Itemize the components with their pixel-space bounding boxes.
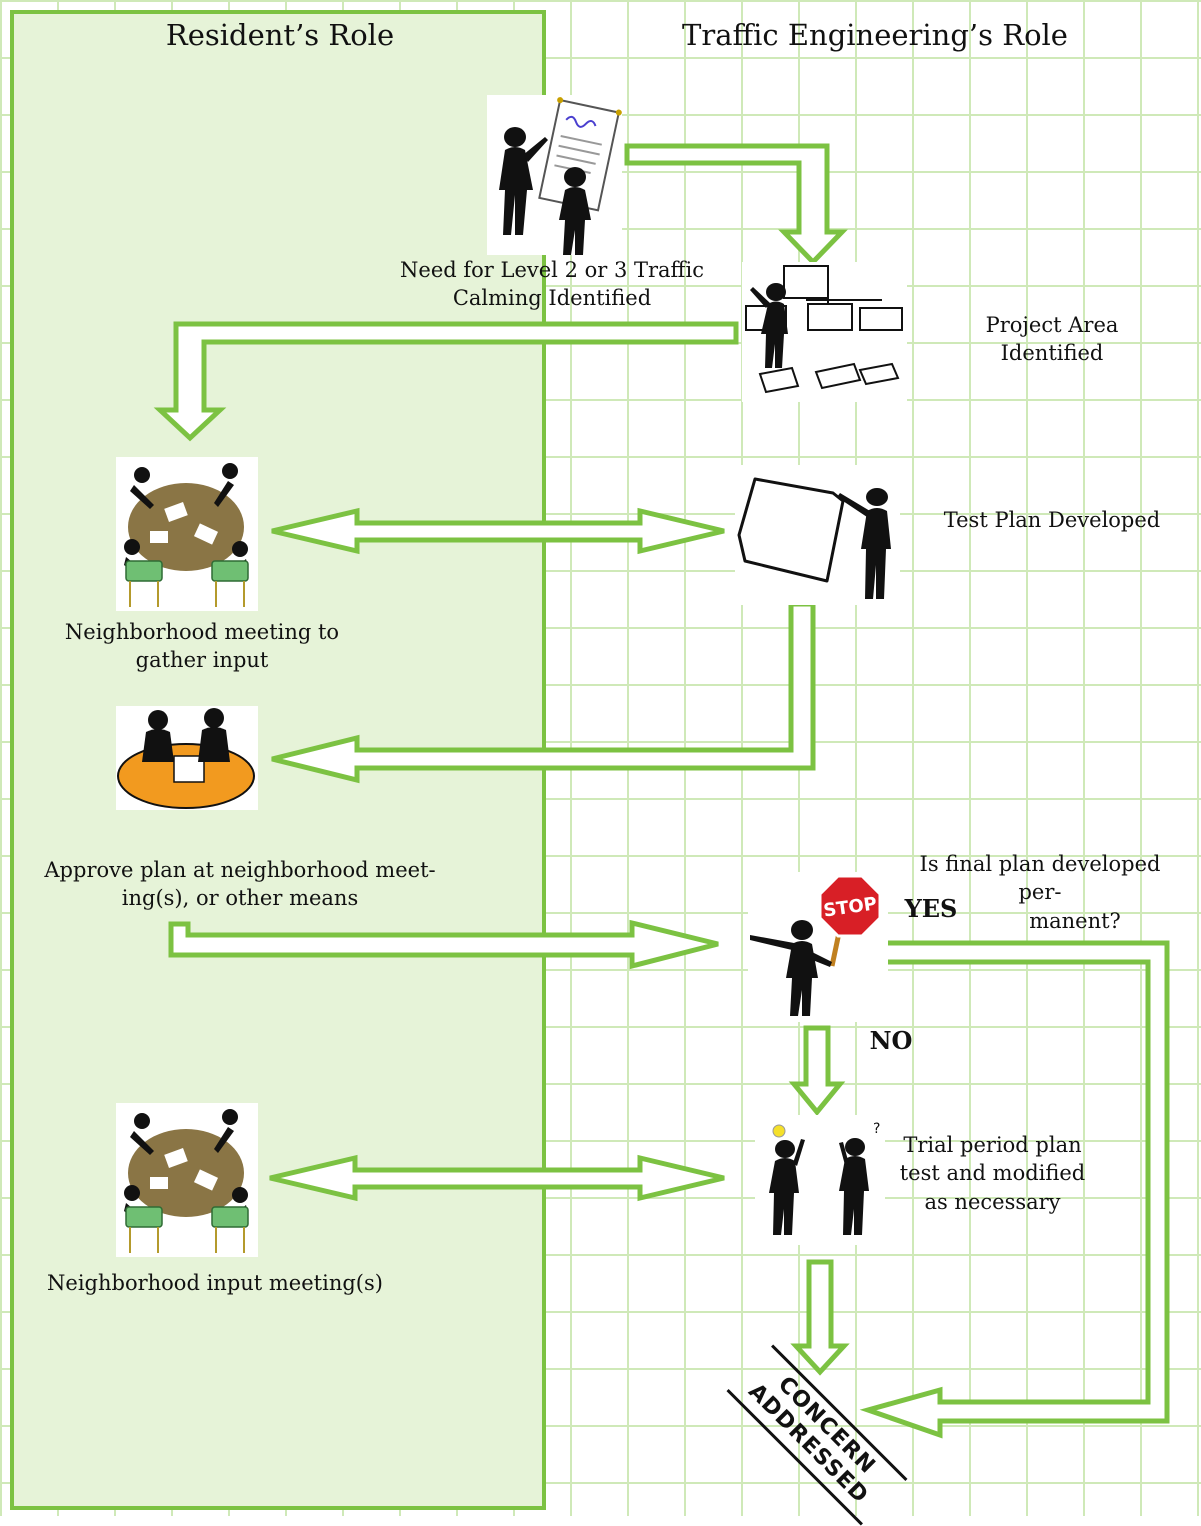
label-no: NO	[869, 1026, 913, 1055]
step-project-area: Project Area Identified	[985, 313, 1119, 366]
whiteboard-icon	[735, 465, 900, 605]
svg-text:?: ?	[873, 1121, 880, 1137]
arrow-no-to-trial	[788, 1025, 846, 1116]
lightbulb-thinking-icon: ?	[755, 1115, 885, 1245]
label-yes: YES	[904, 894, 958, 923]
arrow-trial-to-concern	[790, 1259, 850, 1376]
arrow-approve-to-decision	[168, 919, 719, 970]
discussion-table-icon	[116, 706, 258, 810]
arrow-project-to-meeting	[153, 321, 739, 442]
step-final-plan-question: Is final plan developed per- manent?	[919, 852, 1161, 933]
presenter-icon	[487, 95, 622, 255]
arrow-testplan-to-discussion	[271, 601, 816, 784]
arrow-input-trial	[269, 1154, 725, 1202]
stop-sign-icon: STOP	[748, 872, 888, 1022]
meeting-table-icon-2	[116, 1103, 258, 1257]
arrow-meeting-testplan	[271, 507, 725, 555]
paper-sorting-icon	[742, 262, 907, 402]
step-approve-plan: Approve plan at neighborhood meet- ing(s…	[44, 858, 436, 911]
step-test-plan: Test Plan Developed	[943, 508, 1161, 532]
arrow-yes-to-concern	[859, 940, 1170, 1439]
resident-role-header: Resident’s Role	[165, 18, 395, 52]
step-need-identified: Need for Level 2 or 3 Traffic Calming Id…	[400, 258, 704, 311]
step-neighborhood-meeting: Neighborhood meeting to gather input	[64, 620, 340, 673]
engineering-role-header: Traffic Engineering’s Role	[682, 18, 1068, 52]
meeting-table-icon	[116, 457, 258, 611]
step-input-meetings: Neighborhood input meeting(s)	[47, 1271, 383, 1295]
step-trial-period: Trial period plan test and modified as n…	[899, 1133, 1086, 1214]
arrow-need-to-project	[624, 143, 848, 266]
